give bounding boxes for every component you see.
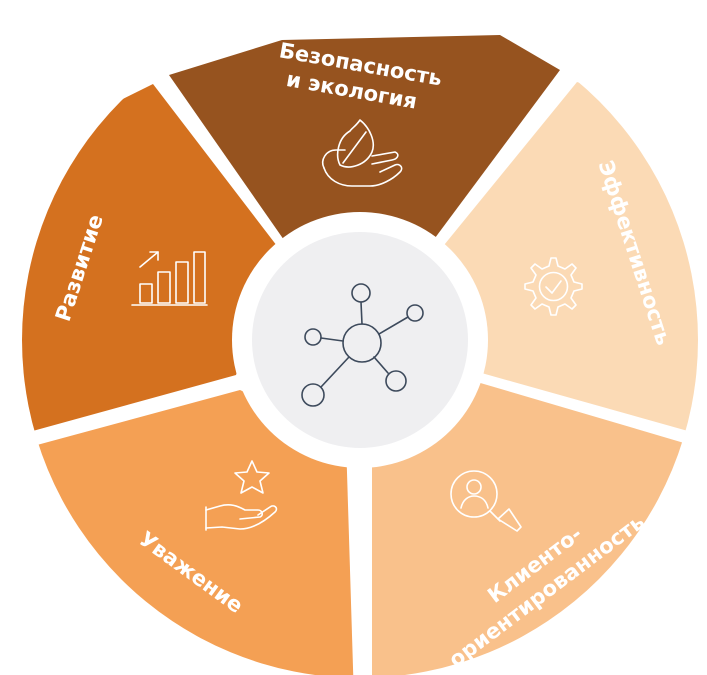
- center-hub: [252, 232, 468, 448]
- segment-safety-ecology: [169, 35, 560, 242]
- segment-efficiency: [440, 82, 698, 440]
- gear-check-icon: [524, 257, 583, 316]
- segment-growth: [22, 84, 277, 440]
- hand-star-icon: [205, 460, 278, 531]
- network-hub-icon: [301, 283, 424, 407]
- person-magnifier-icon: [450, 470, 522, 532]
- growth-bars-icon: [131, 251, 208, 306]
- hand-leaf-icon: [321, 119, 403, 187]
